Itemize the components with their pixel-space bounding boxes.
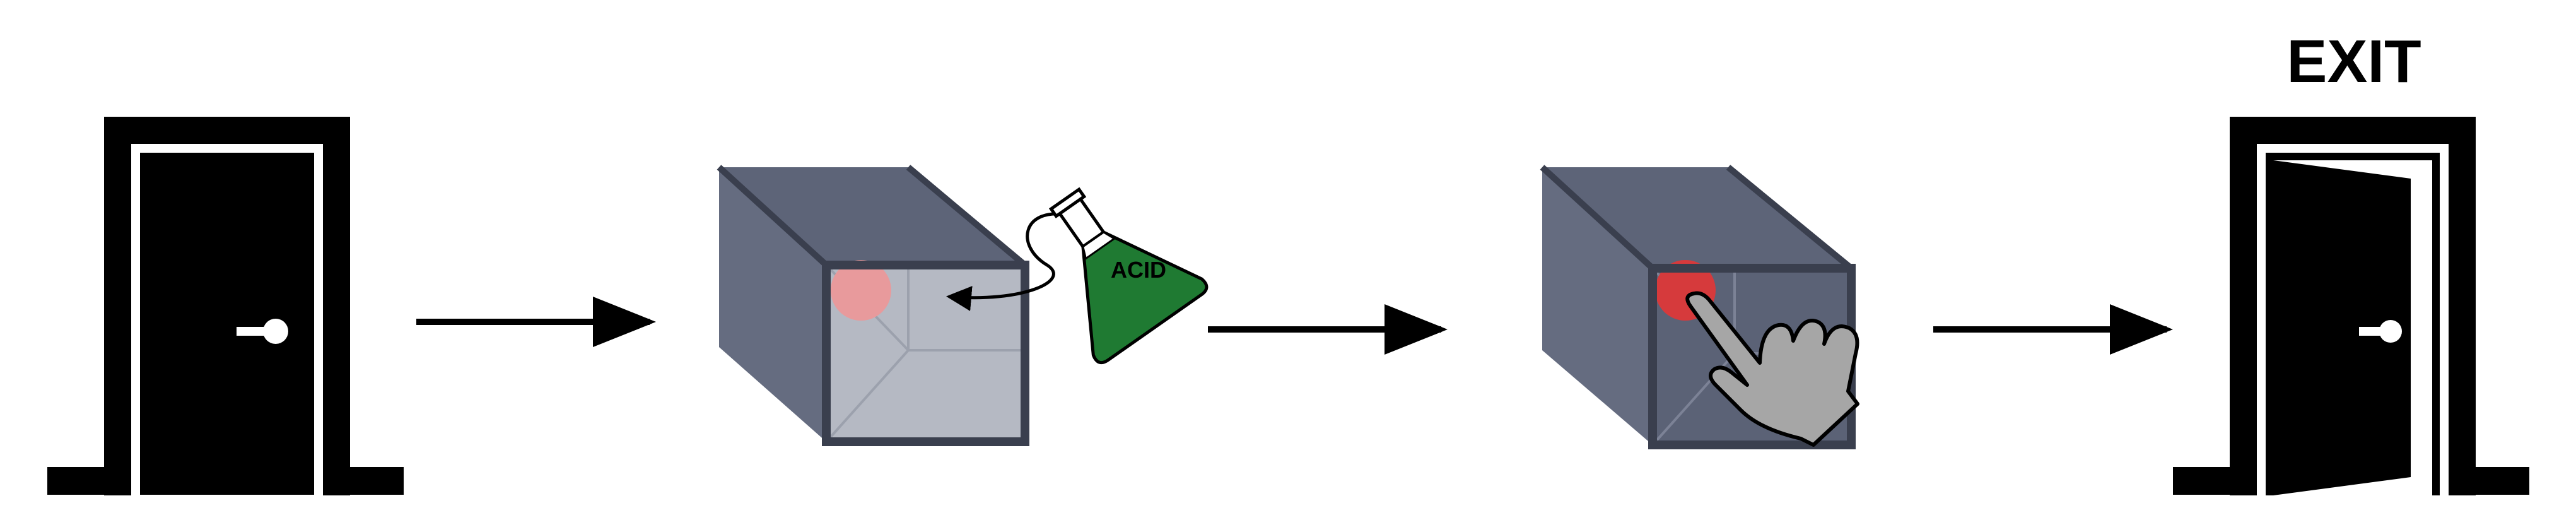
box-icon: [717, 165, 1029, 446]
exit-label: EXIT: [2286, 28, 2421, 95]
door-handle: [237, 327, 267, 336]
acid-flask-icon: [1048, 187, 1209, 365]
pour-arrow: [946, 212, 1067, 311]
pointing-hand-icon: [1685, 291, 1859, 447]
acid-label: ACID: [1111, 257, 1166, 283]
door-closed-icon: [47, 117, 404, 496]
door-panel-open: [2273, 160, 2411, 495]
door-handle: [2359, 327, 2384, 336]
door-open-icon: [2173, 117, 2529, 495]
red-button-behind-glass: [831, 260, 891, 321]
